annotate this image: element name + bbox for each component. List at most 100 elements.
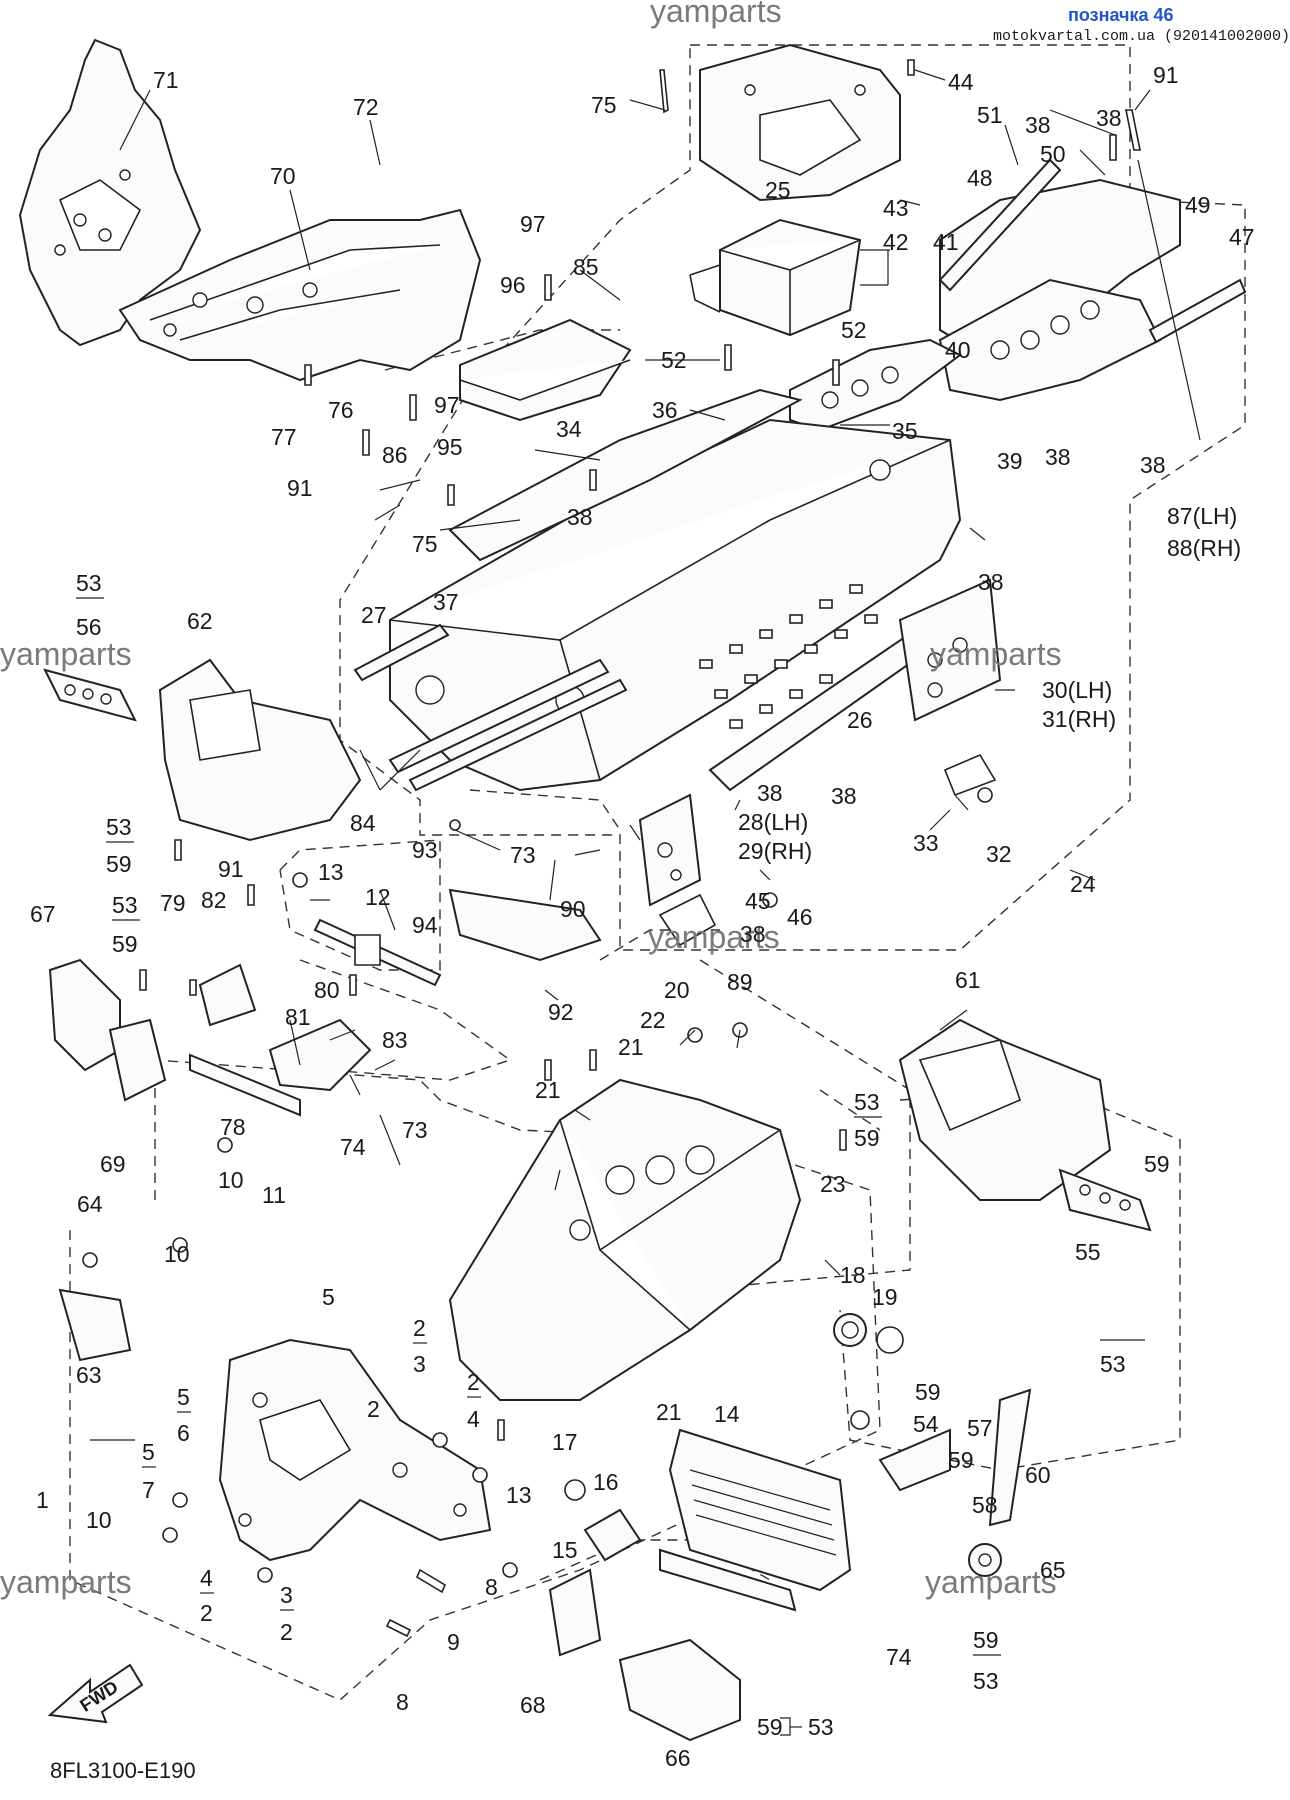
watermark: yamparts (648, 919, 780, 955)
callout-3: 3 (413, 1351, 426, 1377)
callout-47: 47 (1229, 224, 1255, 250)
box-assembly (689, 218, 862, 337)
callout-19: 19 (872, 1284, 898, 1310)
callout-26: 26 (847, 707, 873, 733)
callout-32: 32 (986, 841, 1012, 867)
callout-14: 14 (714, 1401, 740, 1427)
left-guards (48, 958, 167, 1362)
callout-49: 49 (1185, 192, 1211, 218)
right-bracket-61 (898, 1018, 1152, 1232)
callout-88: 88(RH) (1167, 535, 1241, 561)
callout-5: 5 (142, 1439, 155, 1465)
callout-78: 78 (220, 1114, 246, 1140)
callout-59: 59 (106, 851, 132, 877)
watermark: yamparts (925, 1564, 1057, 1600)
callout-92: 92 (548, 999, 574, 1025)
callout-38: 38 (1096, 105, 1122, 131)
callout-95: 95 (437, 434, 463, 460)
callout-91: 91 (1153, 62, 1179, 88)
callout-40: 40 (945, 337, 971, 363)
callout-53: 53 (808, 1714, 834, 1740)
watermark: yamparts (650, 0, 782, 29)
callout-70: 70 (270, 163, 296, 189)
callout-30: 30(LH) (1042, 677, 1112, 703)
callout-57: 57 (967, 1415, 993, 1441)
callout-71: 71 (153, 67, 179, 93)
callout-93: 93 (412, 837, 438, 863)
callout-75: 75 (591, 92, 617, 118)
rear-plate-25 (699, 43, 901, 202)
callout-38: 38 (978, 569, 1004, 595)
callout-59: 59 (1144, 1151, 1170, 1177)
callout-21: 21 (535, 1077, 561, 1103)
callout-55: 55 (1075, 1239, 1101, 1265)
callout-13: 13 (318, 859, 344, 885)
callout-38: 38 (740, 921, 766, 947)
callout-91: 91 (287, 475, 313, 501)
hoses (564, 1479, 642, 1562)
callout-21: 21 (656, 1399, 682, 1425)
callout-59: 59 (915, 1379, 941, 1405)
callout-63: 63 (76, 1362, 102, 1388)
callout-79: 79 (160, 890, 186, 916)
callout-38: 38 (1025, 112, 1051, 138)
callout-56: 56 (76, 614, 102, 640)
callout-37: 37 (433, 589, 459, 615)
callout-53: 53 (854, 1089, 880, 1115)
callout-82: 82 (201, 887, 227, 913)
callout-8: 8 (485, 1574, 498, 1600)
bearings (833, 1313, 904, 1354)
windshield-bracket-71 (18, 38, 202, 347)
callout-97: 97 (520, 211, 546, 237)
callout-84: 84 (350, 810, 376, 836)
header-title: позначка 46 (1068, 5, 1174, 25)
callout-5: 5 (322, 1284, 335, 1310)
callout-4: 4 (467, 1406, 480, 1432)
callout-74: 74 (340, 1134, 366, 1160)
callout-59: 59 (112, 931, 138, 957)
callout-89: 89 (727, 969, 753, 995)
callout-74: 74 (886, 1644, 912, 1670)
watermark: yamparts (0, 1564, 132, 1600)
callout-64: 64 (77, 1191, 103, 1217)
callout-53: 53 (106, 814, 132, 840)
callout-35: 35 (892, 418, 918, 444)
watermarks: yamparts yamparts yamparts yamparts yamp… (0, 0, 1062, 1600)
callout-97: 97 (434, 392, 460, 418)
callout-59: 59 (757, 1714, 783, 1740)
callouts: 71 72 70 75 44 91 5 1 38 38 50 4 8 49 47 2… (30, 62, 1255, 1771)
callout-34: 34 (556, 416, 582, 442)
callout-66: 66 (665, 1745, 691, 1771)
callout-67: 67 (30, 901, 56, 927)
bottom-covers (548, 1568, 741, 1742)
callout-58: 58 (972, 1492, 998, 1518)
callout-50: 50 (1040, 141, 1066, 167)
leader-lines (90, 69, 1201, 1441)
slide-rails (353, 623, 628, 792)
bracket-28-29 (638, 578, 1002, 947)
callout-25: 25 (765, 177, 791, 203)
callout-73: 73 (402, 1117, 428, 1143)
callout-9: 9 (447, 1629, 460, 1655)
callout-59: 59 (973, 1627, 999, 1653)
callout-45: 45 (745, 888, 771, 914)
callout-83: 83 (382, 1027, 408, 1053)
callout-1: 1 (36, 1487, 49, 1513)
callout-11: 11 (262, 1182, 286, 1208)
callout-53: 53 (112, 892, 138, 918)
callout-72: 72 (353, 94, 379, 120)
callout-76: 76 (328, 397, 354, 423)
watermark: yamparts (930, 636, 1062, 672)
front-frame-1 (218, 1338, 492, 1562)
callout-44: 44 (948, 69, 974, 95)
fasteners (82, 59, 1141, 1638)
mid-hardware (189, 888, 602, 1117)
callout-33: 33 (913, 830, 939, 856)
callout-24: 24 (1070, 871, 1096, 897)
callout-10: 10 (86, 1507, 112, 1533)
callout-77: 77 (271, 424, 297, 450)
callout-61: 61 (955, 967, 981, 993)
callout-15: 15 (552, 1537, 578, 1563)
callout-87: 87(LH) (1167, 503, 1237, 529)
